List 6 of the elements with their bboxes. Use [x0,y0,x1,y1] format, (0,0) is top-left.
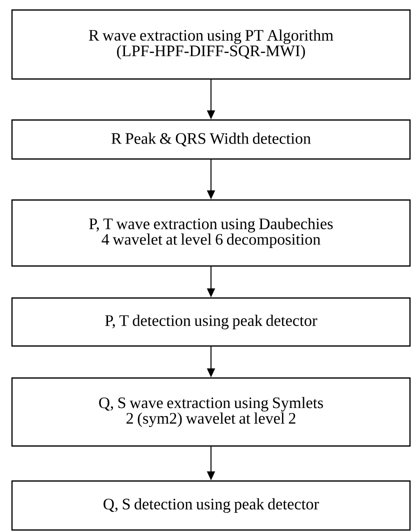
process-box: R wave extraction using PT Algorithm (LPF-HPF-DIFF-SQR-MWI) [11,9,411,80]
process-box: Q, S wave extraction using Symlets 2 (sym2) wavelet at level 2 [11,377,411,447]
process-box: R Peak & QRS Width detection [11,119,411,160]
process-box: P, T detection using peak detector [11,297,411,347]
process-box: P, T wave extraction using Daubechies 4 wavelet at level 6 decomposition [11,199,411,267]
process-box: Q, S detection using peak detector [11,480,411,531]
